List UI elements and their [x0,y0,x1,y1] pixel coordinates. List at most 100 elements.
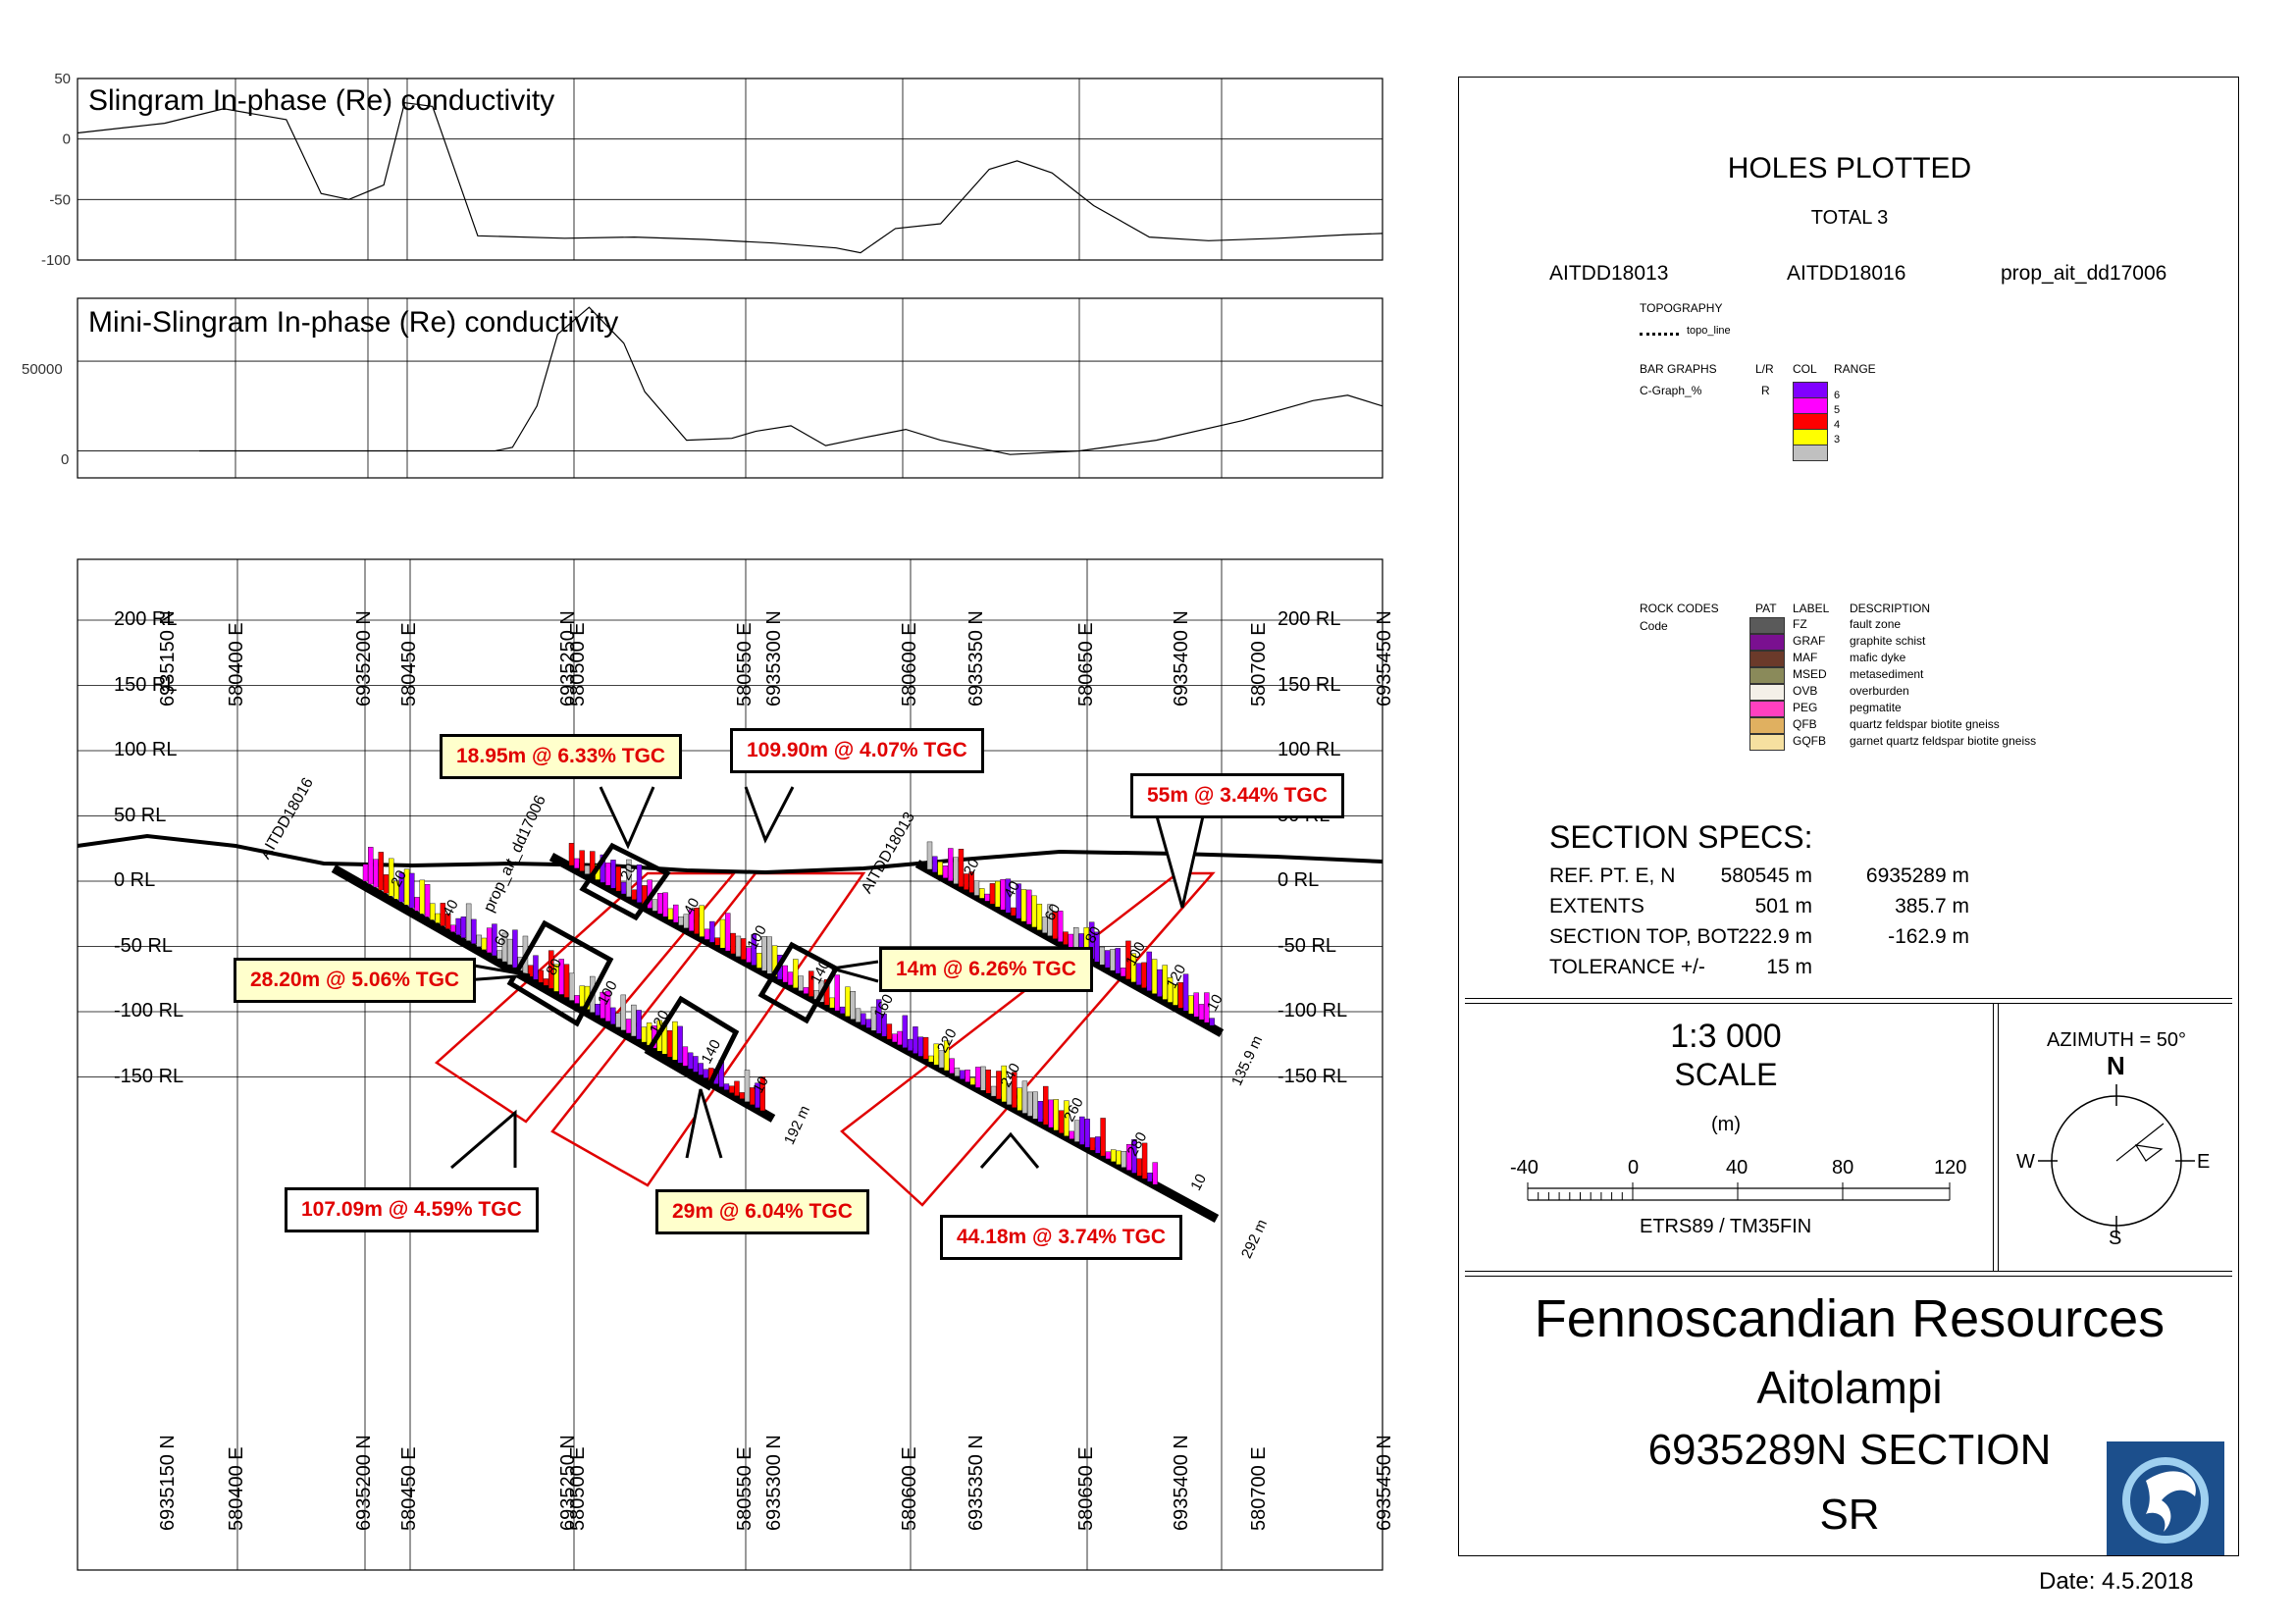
grade-bar [944,1040,950,1072]
company-logo [2107,1441,2224,1555]
dragon-logo-icon [2122,1457,2209,1544]
grade-bar [734,1080,740,1096]
grade-bar [798,975,804,991]
hole-trace-aitdd18016 [331,864,776,1123]
hole-depth-tick-label: 40 [1001,878,1023,901]
grade-bar [803,987,809,994]
grade-bar [974,1067,981,1088]
scale-unit: (m) [1711,1114,1741,1135]
grade-bar [683,914,690,929]
rock-label: OVB [1793,684,1818,698]
grid-coordinate-label: 6935200 N [353,1435,375,1531]
grade-bar [735,935,742,958]
grade-bar [907,1038,913,1051]
hole-depth-tick-label: 20 [961,856,983,878]
grade-bar [1141,962,1147,988]
grade-bar [424,884,431,917]
grade-bar [995,880,1001,908]
grade-bar [393,880,399,900]
grade-bar [1012,1072,1018,1108]
grade-bar [1151,959,1158,994]
rock-label: GQFB [1793,734,1827,748]
grade-bar [465,903,472,941]
rock-pattern-swatch [1749,617,1785,634]
target-box-2 [550,871,866,1187]
grade-bar [1020,889,1027,922]
scale-tick-80: 80 [1832,1157,1854,1179]
mini-slingram-curve [199,306,1383,455]
grade-bar [610,1007,616,1025]
grade-bar [996,1071,1002,1100]
rock-label-header: LABEL [1793,602,1830,615]
cross-section-view: 2040608010012014010204010014016022024026… [77,558,1383,1571]
hole-depth-tick-label: 10 [1187,1172,1210,1194]
grade-bar [667,908,674,920]
rl-label-left: -150 RL [114,1065,184,1087]
grade-bar [1104,950,1111,969]
grade-bar [960,1070,965,1079]
grade-bar [662,892,668,917]
intercept-callout-6: 107.09m @ 4.59% TGC [285,1187,539,1232]
rock-description: quartz feldspar biotite gneiss [1850,717,2000,731]
grade-bar [512,929,518,969]
grade-bar [383,874,390,894]
grade-bar [620,881,627,895]
rock-pattern-swatch [1749,634,1785,651]
grade-bar [574,995,580,1004]
grade-bar [677,1025,683,1064]
rl-label-right: 0 RL [1278,869,1320,891]
scale-tick-40: 40 [1726,1157,1748,1179]
grade-bar [1146,951,1152,991]
grade-bar [1084,1119,1090,1148]
grade-bar [460,917,467,938]
grade-bar [1095,1136,1101,1154]
rl-label-right: -150 RL [1278,1065,1348,1087]
grid-coordinate-label: 6935450 N [1374,610,1395,707]
grade-bar [990,1085,997,1097]
grade-bar [1094,931,1100,963]
grade-bar [954,1067,961,1076]
grade-bar [965,1070,970,1082]
grade-bar [1110,949,1116,971]
grade-bar [1105,1151,1112,1160]
hole-depth-tick-label: 20 [617,861,640,883]
grade-bar [1042,1085,1049,1126]
grade-bar [1037,1101,1044,1123]
grade-bar [1130,953,1136,983]
grade-bar [389,858,394,897]
grade-bar [751,934,757,966]
grid-coordinate-label: 6935150 N [157,610,179,707]
grade-bar [719,918,726,949]
grade-bar [755,1082,760,1109]
intercept-callout-8: 44.18m @ 3.74% TGC [940,1215,1183,1260]
bar-color-swatches [1793,382,1828,461]
grade-bar [409,872,415,909]
grade-bar [698,1063,704,1075]
grade-bar [1157,969,1163,997]
grade-bar [861,1013,866,1025]
hole-name-aitdd18016: AITDD18016 [1787,262,1906,285]
grade-bar [928,1055,934,1063]
grade-bar [937,861,943,876]
grade-bar [1053,1099,1060,1131]
grade-bar [496,950,502,960]
grade-bar [584,864,591,874]
grade-bar [1031,895,1037,928]
topo-line-swatch [1640,333,1679,336]
grid-coordinate-label: 6935350 N [965,1435,987,1531]
grid-coordinate-label: 580500 E [567,1446,589,1531]
grade-bar [1188,995,1194,1015]
grade-bar [964,873,969,890]
grade-bar [543,978,549,986]
grade-bar [1052,911,1059,939]
callout-pointers [450,786,1209,1170]
section-name: 6935289N SECTION [1647,1426,2052,1474]
highlight-box-1 [579,842,671,921]
grade-bar [1162,965,1168,1000]
grade-bar [870,1006,877,1031]
grade-bar [430,903,436,920]
grade-bar [968,871,974,893]
grade-bar [528,965,534,977]
grade-bar [839,1006,846,1015]
grade-bar [440,903,446,926]
